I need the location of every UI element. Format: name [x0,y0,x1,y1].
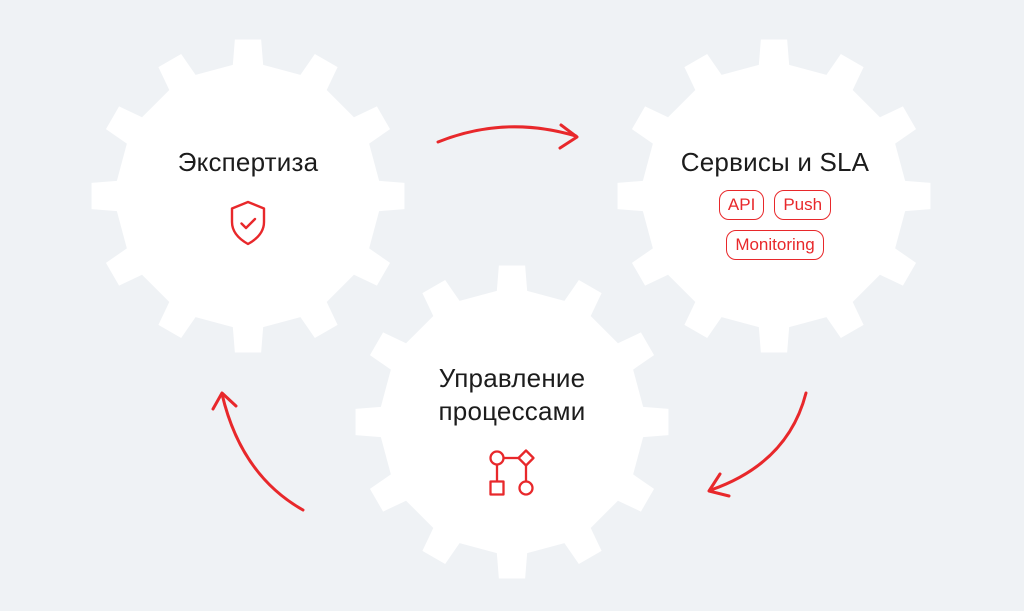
gear-processes [355,265,669,579]
gear-processes-content: Управление процессами [412,362,612,498]
badge-row-bottom: Monitoring [726,230,824,260]
gear-expertise-title: Экспертиза [177,147,319,177]
badge-push: Push [774,190,832,220]
process-flow-icon [489,449,535,496]
gear-expertise-content: Экспертиза [148,146,348,247]
gear-processes-title-line1: Управление [438,363,586,393]
badge-api: API [718,190,765,220]
badge-row-top: API Push [718,190,832,220]
gear-services-title: Сервисы и SLA [680,147,870,177]
gear-services-content: Сервисы и SLA API Push Monitoring [655,146,895,260]
gear-services [617,39,931,353]
gear-expertise [91,39,405,353]
shield-check-icon [230,200,266,246]
badge-monitoring: Monitoring [726,230,824,260]
gear-processes-title-line2: процессами [438,396,586,426]
